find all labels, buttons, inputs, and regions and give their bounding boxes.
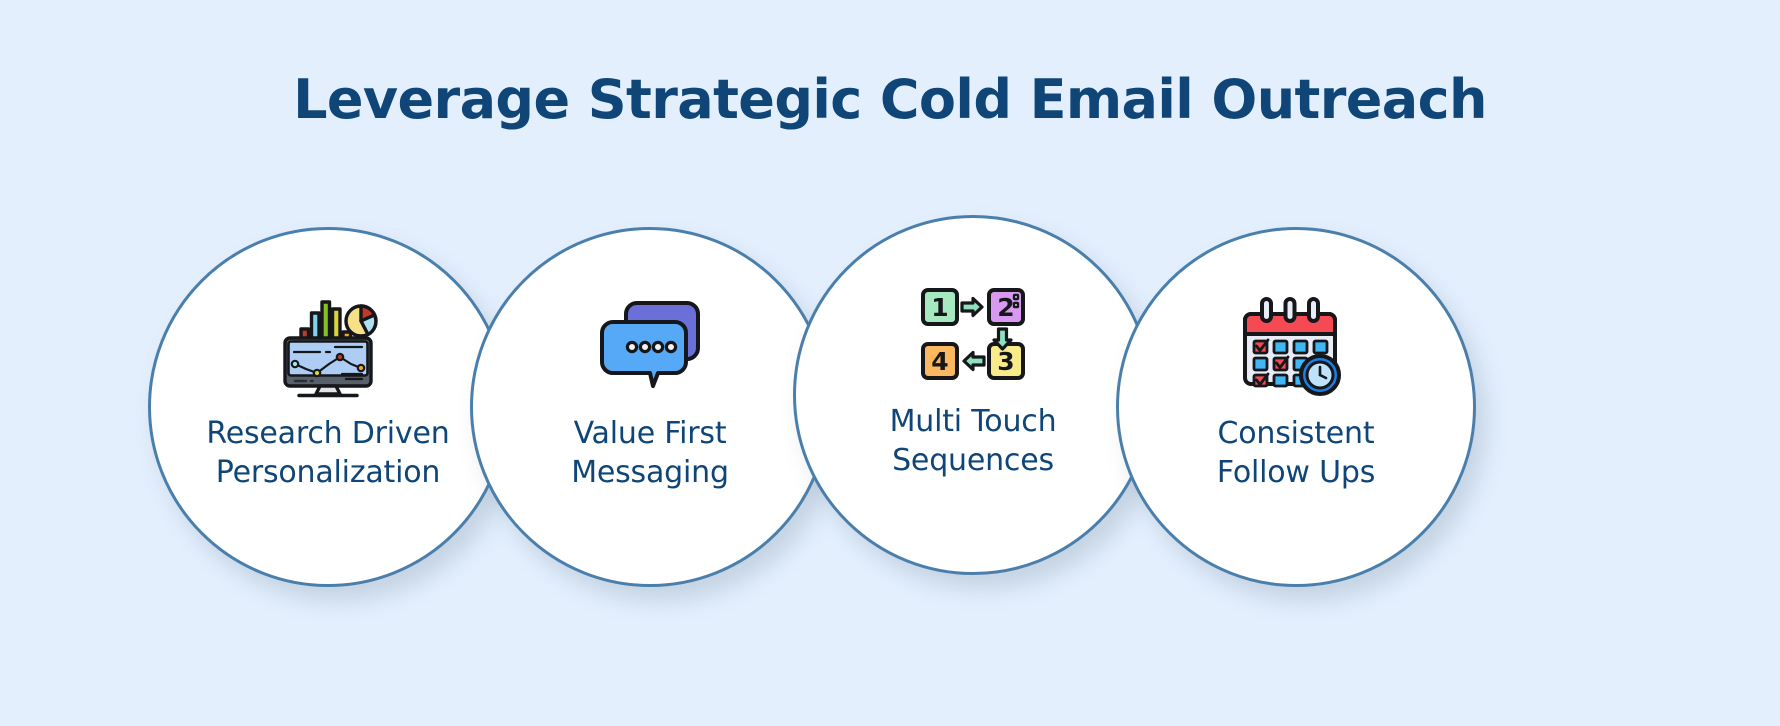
feature-card-multi-touch-sequences[interactable]: 1 2 3 4 Mul — [793, 215, 1153, 575]
svg-text:2: 2 — [997, 293, 1014, 322]
svg-text:4: 4 — [931, 347, 948, 376]
analytics-monitor-icon — [272, 292, 384, 400]
feature-card-value-first-messaging[interactable]: Value First Messaging — [470, 227, 830, 587]
calendar-clock-icon — [1242, 292, 1350, 400]
svg-text:1: 1 — [931, 293, 948, 322]
feature-card-label: Research Driven Personalization — [206, 416, 450, 490]
numbered-sequence-flow-icon: 1 2 3 4 — [917, 280, 1029, 388]
feature-card-label: Multi Touch Sequences — [889, 404, 1057, 478]
feature-card-label: Consistent Follow Ups — [1216, 416, 1376, 490]
svg-text:3: 3 — [997, 347, 1014, 376]
feature-card-research-driven-personalization[interactable]: Research Driven Personalization — [148, 227, 508, 587]
feature-card-consistent-follow-ups[interactable]: Consistent Follow Ups — [1116, 227, 1476, 587]
speech-bubbles-icon — [596, 292, 704, 400]
feature-circle-row: Research Driven Personalization — [0, 215, 1780, 615]
page-title: Leverage Strategic Cold Email Outreach — [293, 68, 1487, 131]
feature-card-label: Value First Messaging — [571, 416, 729, 490]
